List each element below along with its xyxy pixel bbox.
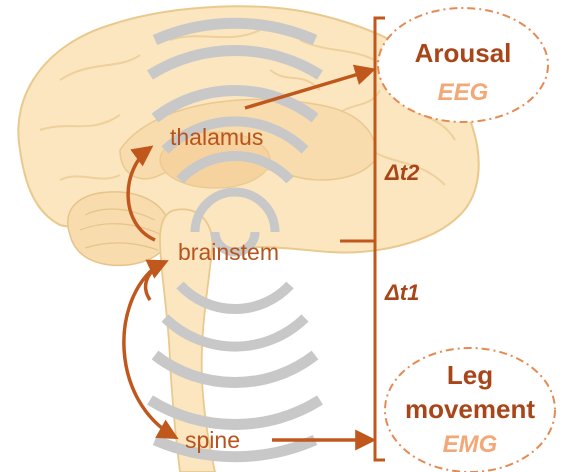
emg-label: EMG (443, 431, 498, 458)
brainstem-label: brainstem (178, 239, 279, 265)
leg-title-line2: movement (405, 394, 535, 424)
delta-t1-label: Δt1 (384, 280, 419, 305)
eeg-label: EEG (438, 79, 489, 106)
delta-t2-label: Δt2 (384, 160, 420, 185)
spine-label: spine (185, 427, 240, 453)
arousal-title: Arousal (415, 38, 512, 68)
leg-title-line1: Leg (447, 360, 493, 390)
thalamus-label: thalamus (170, 124, 263, 150)
